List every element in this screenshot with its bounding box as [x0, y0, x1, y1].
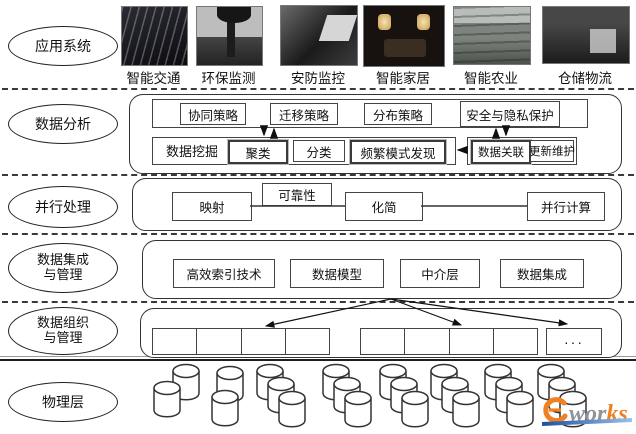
separator-dashed-1 — [2, 88, 634, 90]
monitor-highlight — [318, 14, 358, 41]
eworks-e-icon — [543, 397, 568, 424]
box-data-model: 数据模型 — [290, 259, 384, 288]
segment-cell — [197, 329, 242, 354]
segment-cell — [242, 329, 286, 354]
segment-cell — [153, 329, 198, 354]
app-label-warehouse: 仓储物流 — [558, 71, 612, 86]
warehouse-highlight — [590, 29, 617, 54]
traffic-light-streaks — [122, 7, 187, 65]
separator-dashed-4 — [2, 301, 634, 303]
box-security-privacy: 安全与隐私保护 — [460, 101, 560, 127]
box-classification: 分类 — [293, 140, 345, 162]
greenhouse-rows — [454, 7, 530, 64]
app-image-security — [280, 5, 358, 66]
layer-label-integration-line1: 数据集成 — [36, 252, 89, 268]
box-parallel-computing: 并行计算 — [527, 192, 605, 221]
box-indexing: 高效索引技术 — [173, 259, 275, 288]
app-image-env-monitor — [196, 6, 263, 66]
box-clustering: 聚类 — [228, 140, 288, 164]
app-label-smart-home: 智能家居 — [376, 71, 430, 86]
layer-label-analysis: 数据分析 — [8, 104, 118, 144]
box-map: 映射 — [172, 192, 252, 221]
separator-dashed-2 — [2, 174, 634, 176]
window-light-right — [416, 14, 430, 31]
box-collaboration-strategy: 协同策略 — [180, 103, 246, 125]
layer-label-analysis-text: 数据分析 — [35, 115, 91, 132]
layer-label-physical: 物理层 — [8, 382, 118, 422]
app-label-smart-agriculture: 智能农业 — [464, 71, 518, 86]
separator-solid-thick — [0, 359, 636, 361]
box-update-maintenance: 更新维护 — [529, 140, 575, 162]
segment-cell — [286, 329, 329, 354]
segment-group-1 — [152, 328, 330, 355]
layer-label-integration-line2: 与管理 — [43, 267, 83, 282]
box-migration-strategy: 迁移策略 — [270, 103, 338, 125]
smoke-shape — [216, 7, 251, 23]
layer-label-parallel: 并行处理 — [8, 186, 118, 228]
box-reliability: 可靠性 — [262, 183, 332, 206]
data-mining-label: 数据挖掘 — [165, 143, 218, 159]
layer-label-parallel-text: 并行处理 — [35, 198, 91, 215]
layer-label-organization-line2: 与管理 — [43, 330, 83, 345]
box-data-association: 数据关联 — [471, 140, 531, 164]
app-image-smart-agriculture — [453, 6, 531, 65]
box-mediator-layer: 中介层 — [400, 259, 480, 288]
app-image-smart-traffic — [121, 6, 188, 66]
layer-label-integration: 数据集成 与管理 — [8, 243, 118, 293]
chimney-shape — [226, 17, 235, 58]
segment-cell — [450, 329, 494, 354]
box-data-integration: 数据集成 — [500, 259, 584, 288]
furniture-shape — [384, 39, 426, 57]
layer-label-organization-line1: 数据组织 — [36, 315, 89, 331]
layer-label-organization: 数据组织 与管理 — [8, 307, 118, 355]
app-label-security: 安防监控 — [291, 71, 345, 86]
segment-cell — [361, 329, 406, 354]
box-distribution-strategy: 分布策略 — [364, 103, 432, 125]
layer-label-physical-text: 物理层 — [42, 393, 84, 410]
segment-ellipsis-box: ··· — [546, 328, 602, 355]
box-reduce: 化简 — [345, 192, 423, 221]
app-image-warehouse — [542, 6, 630, 64]
app-label-env-monitor: 环保监测 — [201, 71, 256, 86]
box-frequent-pattern: 频繁模式发现 — [350, 140, 446, 164]
app-image-smart-home — [363, 5, 445, 67]
segment-cell — [405, 329, 450, 354]
window-light-left — [378, 14, 392, 31]
app-label-smart-traffic: 智能交通 — [126, 71, 181, 86]
segment-cell — [494, 329, 537, 354]
segment-group-2 — [360, 328, 538, 355]
separator-dashed-3 — [2, 233, 634, 235]
layer-label-application: 应用系统 — [8, 26, 118, 66]
layer-label-application-text: 应用系统 — [35, 37, 91, 54]
